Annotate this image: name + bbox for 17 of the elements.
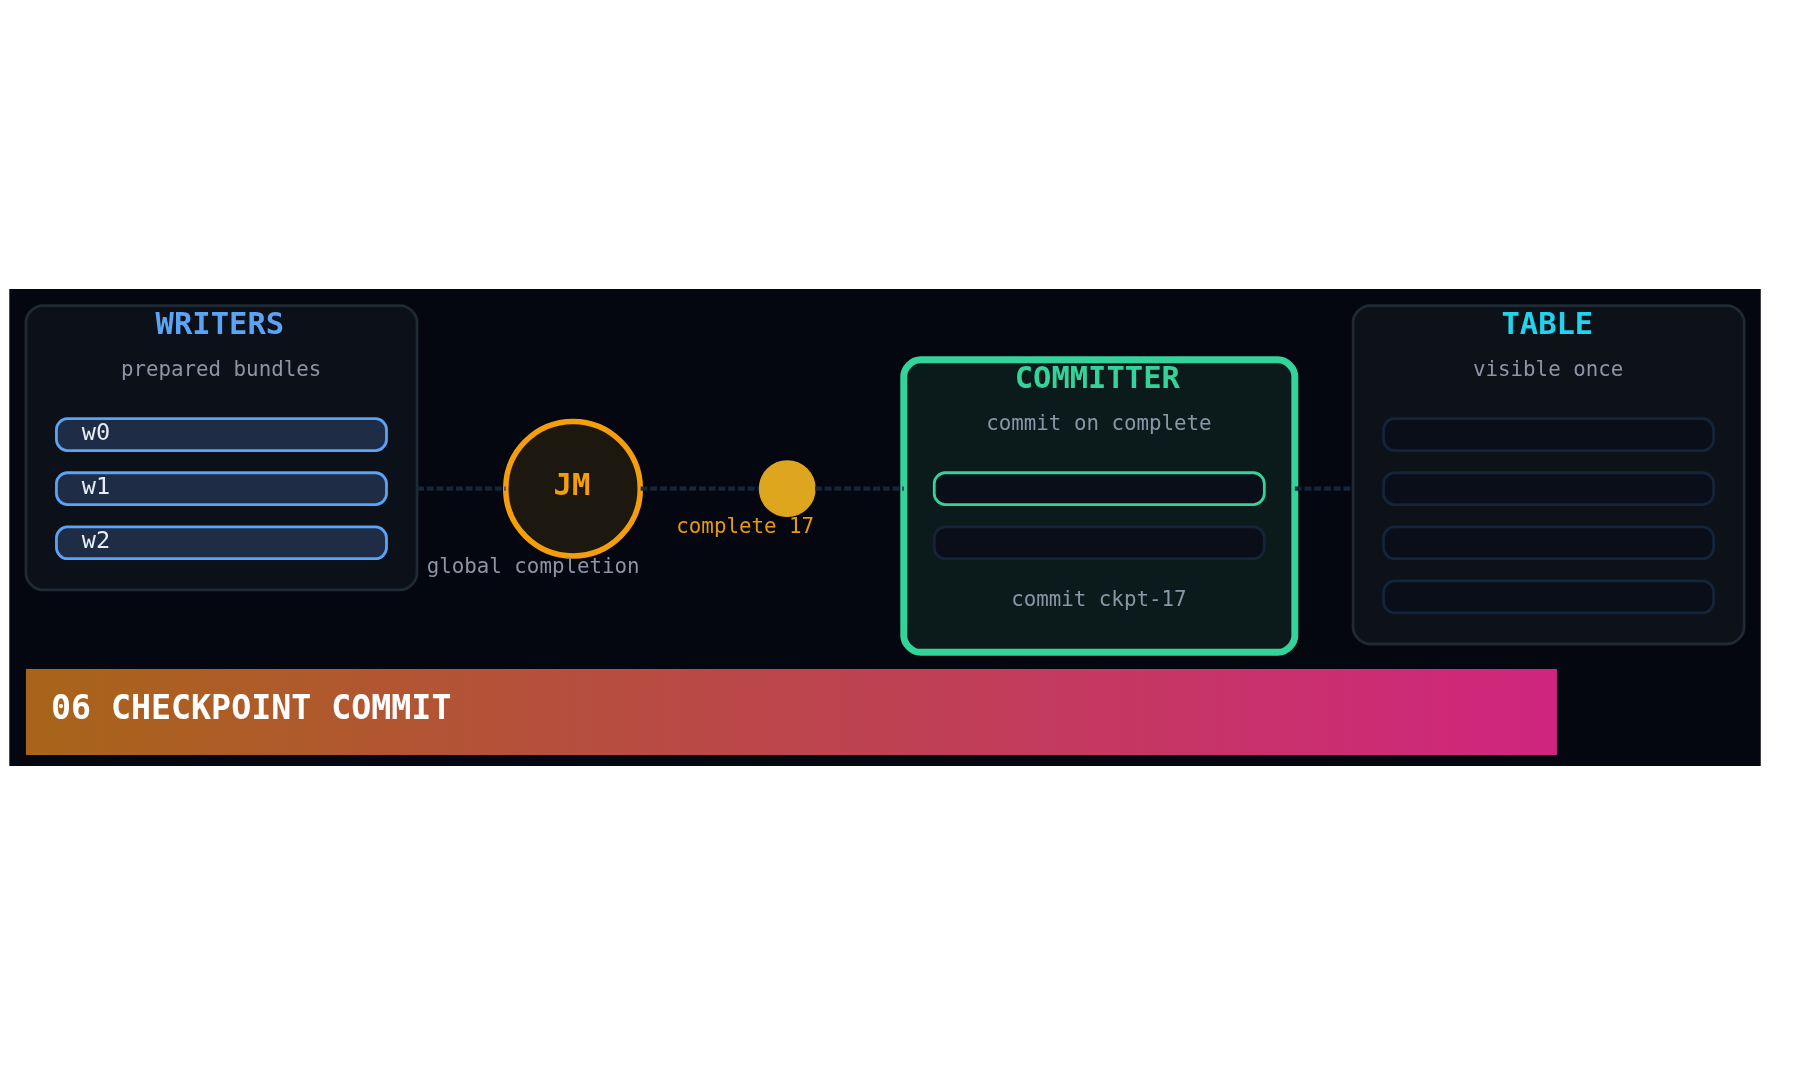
node-box: [1382, 579, 1715, 615]
node-box: [932, 525, 1266, 561]
node-box: [1382, 525, 1715, 561]
cluster: TABLE visible once: [1351, 304, 1746, 646]
node-label: complete 17: [676, 514, 815, 539]
node-box: w0: [55, 417, 388, 452]
node-box: [1382, 471, 1715, 507]
connector: [815, 486, 904, 491]
node-box: [932, 471, 1266, 507]
caption: 06 CHECKPOINT COMMIT: [50, 688, 452, 728]
node-box: [1382, 417, 1715, 452]
connector: [640, 486, 760, 491]
node-box: w2: [55, 525, 388, 561]
node-box: w1: [55, 471, 388, 507]
node-circle: [758, 460, 816, 518]
cluster: COMMITTER commit on complete commit ckpt-17: [900, 356, 1299, 656]
connector: [417, 486, 506, 491]
